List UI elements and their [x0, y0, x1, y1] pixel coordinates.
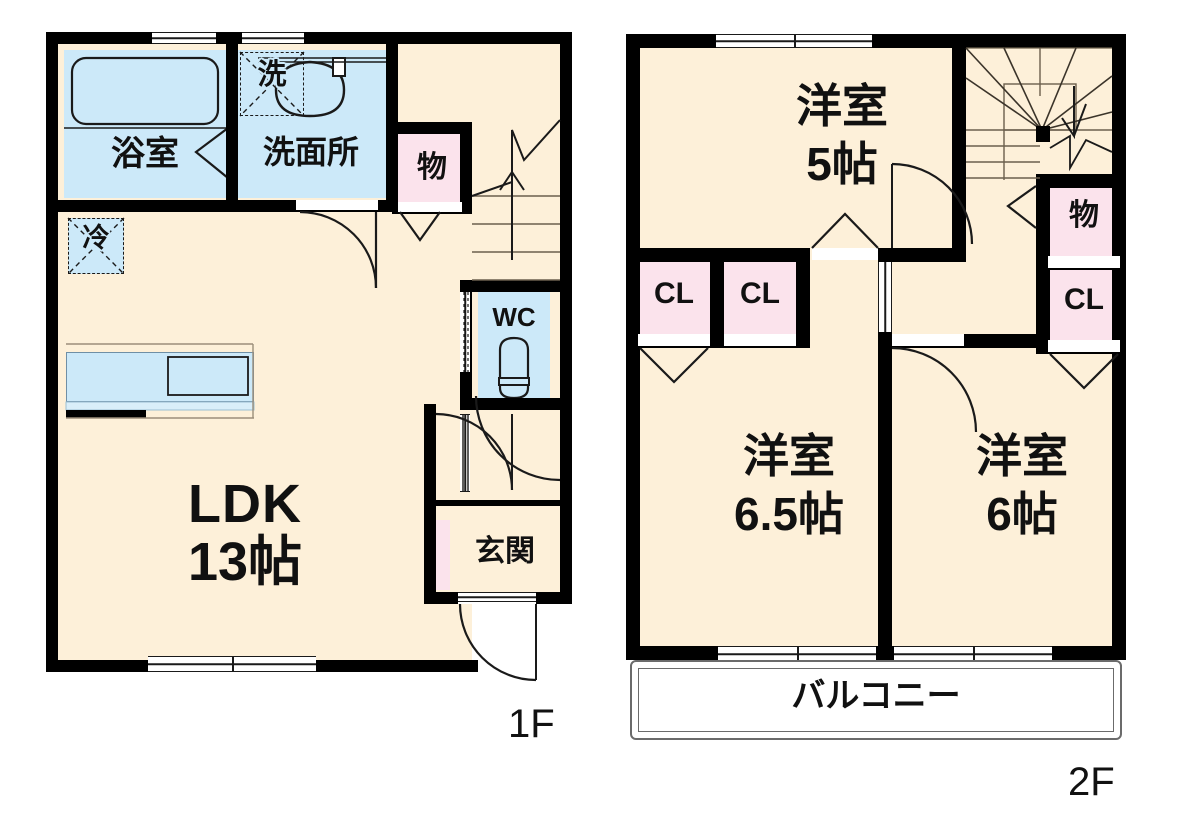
wall-2f-lower-divider — [878, 334, 892, 660]
opening-1f-wc-door[interactable] — [460, 292, 470, 372]
window-1f-bath[interactable] — [152, 32, 216, 44]
label-bed-left-name: 洋室 — [743, 430, 835, 482]
closet-cl-a — [638, 262, 710, 334]
label-entrance: 玄関 — [475, 535, 535, 568]
label-cl-c: CL — [1064, 283, 1104, 316]
entrance-shoe-closet — [434, 520, 450, 590]
wall-1f-bath-divider — [226, 38, 238, 208]
wall-2f-bedtop-bottom-left — [626, 248, 710, 262]
wall-1f-right-lower — [560, 404, 572, 604]
label-cl-a: CL — [654, 277, 694, 310]
closet-cl-b — [724, 262, 796, 334]
label-ldk-size: 13帖 — [187, 532, 303, 592]
label-ldk-name: LDK — [188, 474, 302, 534]
label-washer: 洗 — [257, 59, 287, 91]
label-bed-left-size: 6.5帖 — [734, 488, 844, 540]
opening-2f-bedtop-door[interactable] — [812, 248, 878, 260]
opening-1f-washroom-door[interactable] — [296, 200, 378, 210]
window-1f-washroom[interactable] — [242, 32, 304, 44]
wall-2f-closet-b-right — [796, 248, 810, 348]
kitchen-counter — [66, 352, 254, 402]
wall-1f-wc-top — [460, 280, 560, 292]
opening-1f-corridor-door[interactable] — [460, 414, 470, 492]
wall-1f-top — [46, 32, 572, 44]
room-bath — [64, 50, 226, 198]
opening-2f-cl-b-door[interactable] — [724, 334, 796, 346]
wall-1f-entrance-divider — [430, 500, 566, 506]
label-storage-1f: 物 — [417, 151, 447, 184]
window-1f-ldk-south[interactable] — [148, 656, 316, 672]
wall-2f-stairwell-left — [952, 34, 966, 180]
wall-2f-top — [626, 34, 1126, 48]
floor-tag-2f: 2F — [1068, 760, 1115, 804]
opening-2f-mono-door[interactable] — [1048, 256, 1120, 268]
closet-cl-c — [1048, 268, 1120, 340]
opening-2f-bedleft-door[interactable] — [878, 262, 892, 332]
label-balcony: バルコニー — [791, 677, 961, 715]
label-washroom: 洗面所 — [262, 134, 359, 170]
room-storage-1f — [398, 130, 466, 208]
balcony-inner — [638, 668, 1114, 732]
wall-1f-right-upper — [560, 32, 572, 404]
wall-2f-hall-left-stub — [952, 160, 966, 262]
opening-2f-bedleft-entry[interactable] — [892, 334, 964, 346]
opening-2f-cl-c-door[interactable] — [1048, 340, 1120, 352]
window-2f-bedtop-north[interactable] — [716, 34, 872, 48]
opening-1f-storage-door[interactable] — [398, 202, 462, 212]
label-bath: 浴室 — [111, 135, 179, 173]
wall-1f-stair-left — [460, 122, 472, 214]
wall-2f-mono-top — [1036, 174, 1126, 188]
closet-mono-2f — [1048, 186, 1120, 258]
label-wc: WC — [492, 302, 536, 332]
wall-2f-closet-b-left — [710, 248, 724, 348]
opening-2f-cl-a-door[interactable] — [638, 334, 710, 346]
floor-plan-1f: 洗 冷 物 WC — [0, 0, 600, 800]
floor-tag-1f: 1F — [508, 702, 555, 746]
label-bed-top-size: 5帖 — [806, 138, 878, 190]
label-cl-b: CL — [740, 277, 780, 310]
label-mono-2f: 物 — [1069, 199, 1099, 232]
wall-2f-hall-top — [878, 248, 966, 262]
wall-2f-closet-b-top — [710, 248, 810, 262]
floor-plan-2f: 洋室 5帖 洋室 6.5帖 洋室 6帖 CL CL 物 CL — [600, 0, 1178, 832]
kitchen-base-wall — [66, 410, 146, 418]
window-1f-entrance-door[interactable] — [458, 592, 536, 602]
label-fridge: 冷 — [82, 223, 110, 253]
wall-1f-wc-bottom — [460, 398, 572, 410]
label-bed-right-name: 洋室 — [976, 430, 1068, 482]
label-bed-right-size: 6帖 — [986, 488, 1058, 540]
wall-1f-left — [46, 32, 58, 672]
label-bed-top-name: 洋室 — [796, 80, 888, 132]
wall-1f-storage-top — [392, 122, 472, 134]
